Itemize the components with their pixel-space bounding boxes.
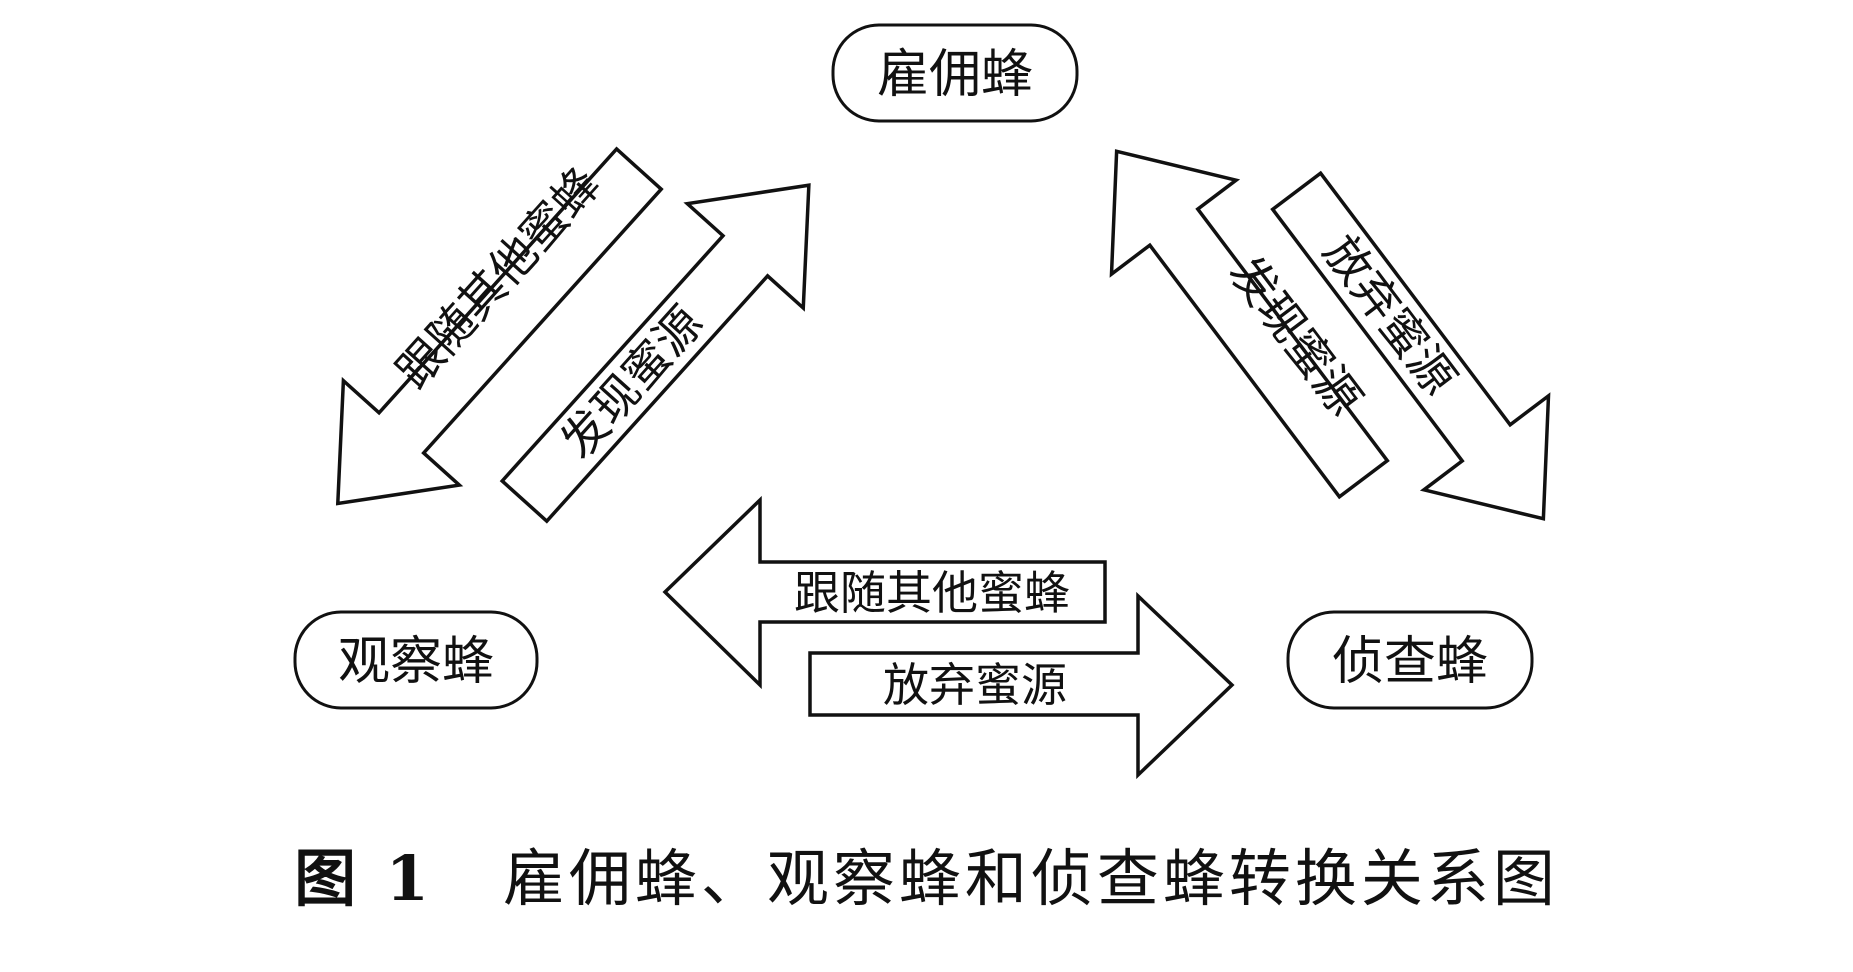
figure-number: 图 1 (294, 842, 433, 915)
figure-caption: 图 1 雇佣蜂、观察蜂和侦查蜂转换关系图 (0, 828, 1853, 918)
node-scout-label: 侦查蜂 (1332, 632, 1488, 692)
arrow-onlooker-to-scout-label: 放弃蜜源 (883, 658, 1067, 712)
arrow-scout-to-onlooker-label: 跟随其他蜜蜂 (794, 566, 1070, 620)
arrow-onlooker-to-scout: 放弃蜜源 (808, 591, 1235, 780)
node-employed-bee: 雇佣蜂 (831, 23, 1079, 123)
arrow-scout-to-onlooker: 跟随其他蜜蜂 (662, 495, 1107, 690)
node-onlooker-bee: 观察蜂 (293, 610, 539, 710)
node-employed-label: 雇佣蜂 (877, 45, 1033, 105)
arrow-onlooker-to-employed-label: 发现蜜源 (550, 296, 713, 469)
figure-title: 雇佣蜂、观察蜂和侦查蜂转换关系图 (502, 842, 1559, 915)
node-scout-bee: 侦查蜂 (1286, 610, 1534, 710)
node-onlooker-label: 观察蜂 (338, 632, 494, 692)
arrow-onlooker-to-employed: 发现蜜源 (499, 183, 811, 524)
